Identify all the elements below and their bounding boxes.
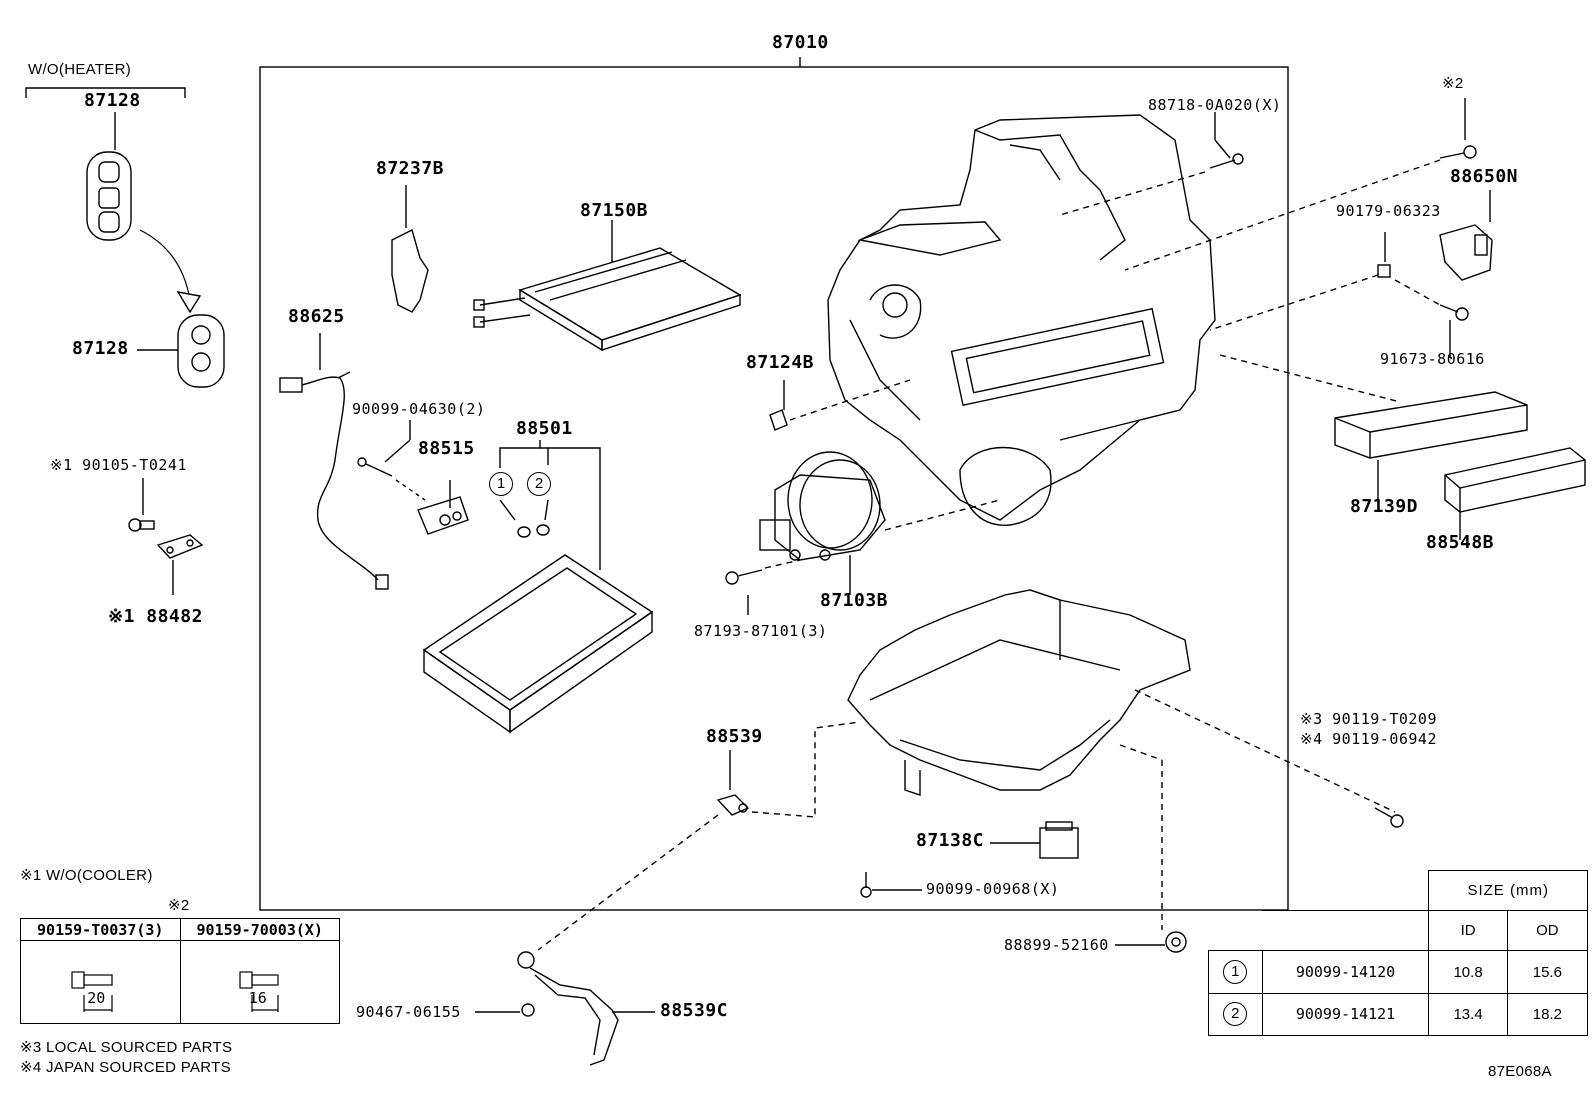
evaporator-88501-shape [422,554,654,734]
part-label-90099-04630: 90099-04630(2) [352,400,486,418]
size-row-id: 10.8 [1428,950,1508,994]
plug-87128-bottom-shape [177,314,225,388]
bolt-table-header-1: 90159-T0037(3) [20,918,181,941]
size-table: SIZE (mm) ID OD 1 90099-14120 10.8 15.6 … [1208,869,1589,1037]
part-label-91673: 91673-80616 [1380,350,1485,368]
size-row-id: 13.4 [1428,992,1508,1037]
part-label-88515: 88515 [418,438,475,459]
wo-heater-label: W/O(HEATER) [28,61,132,78]
part-label-87128-bottom: 87128 [72,338,129,359]
size-row-mark-2: 2 [1223,1002,1248,1027]
size-row-part: 90099-14120 [1261,950,1430,994]
part-label-87124b: 87124B [746,352,815,373]
screw-88718-shape [1209,153,1244,169]
note-star2: ※2 [168,897,190,914]
note-local-sourced: ※3 LOCAL SOURCED PARTS [20,1039,233,1056]
note-wo-cooler: ※1 W/O(COOLER) [20,867,153,884]
part-label-87128-top: 87128 [84,90,141,111]
heater-core-87150b-shape [473,247,742,352]
bracket-87237b-shape [391,228,429,313]
wo-heater-bracket [25,87,186,98]
sensor-wire-88625-shape [279,371,389,590]
part-label-88501: 88501 [516,418,573,439]
screw-87193-shape [725,569,763,585]
part-label-90119-t0209: ※3 90119-T0209 [1300,710,1437,728]
note-japan-sourced: ※4 JAPAN SOURCED PARTS [20,1059,231,1076]
part-label-88548b: 88548B [1426,532,1495,553]
filter-87139d-shape [1334,391,1528,459]
clip-90467-shape [521,1003,535,1017]
screw-90099-04630-shape [357,457,393,477]
screw-star2-shape [1439,145,1477,159]
bolt-90105-shape [128,518,155,532]
bolt-length-20: 20 [87,989,106,1007]
screw-91673-shape [1439,304,1469,321]
part-label-88650n: 88650N [1450,166,1519,187]
bolt-table-header-2: 90159-70003(X) [179,918,340,941]
bolt-table: 90159-T0037(3) 90159-70003(X) 20 16 [20,918,340,1024]
part-label-90119-06942: ※4 90119-06942 [1300,730,1437,748]
nut-88899-shape [1165,931,1187,953]
part-label-90105: ※1 90105-T0241 [50,456,187,474]
size-table-col-id: ID [1428,910,1508,952]
hvac-case-lower-shape [847,589,1191,796]
hvac-housing-upper-shape [827,114,1216,526]
part-label-90179: 90179-06323 [1336,202,1441,220]
size-row-od: 18.2 [1506,992,1589,1037]
size-row-mark-1: 1 [1223,960,1248,985]
part-label-87138c: 87138C [916,830,985,851]
valve-88515-shape [417,496,469,535]
size-table-row: 2 90099-14121 13.4 18.2 [1208,992,1589,1037]
screw-90119-shape [1374,807,1404,828]
part-label-87237b: 87237B [376,158,445,179]
part-label-87193: 87193-87101(3) [694,622,828,640]
bracket-88482-shape [156,534,204,559]
part-label-88625: 88625 [288,306,345,327]
part-label-88539: 88539 [706,726,763,747]
size-table-col-od: OD [1506,910,1589,952]
assembly-label-87010: 87010 [772,32,829,53]
size-row-part: 90099-14121 [1261,992,1430,1037]
size-table-row: 1 90099-14120 10.8 15.6 [1208,950,1589,994]
cover-88548b-shape [1444,447,1586,513]
assembly-frame [259,66,1289,911]
bracket-88539c-shape [517,951,619,1066]
connector-87138c-shape [1039,827,1079,859]
diagram-code: 87E068A [1488,1063,1552,1080]
part-label-90467: 90467-06155 [356,1003,461,1021]
part-label-90099-00968: 90099-00968(X) [926,880,1060,898]
sensor-88539-shape [716,794,750,816]
plug-87128-top-shape [86,151,132,241]
circle-mark-1: 1 [489,472,513,496]
clip-90179-shape [1377,264,1391,278]
part-label-88539c: 88539C [660,1000,729,1021]
part-label-88899: 88899-52160 [1004,936,1109,954]
size-table-title: SIZE (mm) [1428,869,1588,912]
bolt-length-16: 16 [248,989,267,1007]
screw-90099-00968-shape [860,872,872,898]
actuator-88650n-shape [1439,224,1493,281]
clip-87124b-shape [769,409,788,431]
part-label-87139d: 87139D [1350,496,1419,517]
part-label-88482: ※1 88482 [108,606,203,627]
size-row-od: 15.6 [1506,950,1589,994]
part-label-87150b: 87150B [580,200,649,221]
part-label-87103b: 87103B [820,590,889,611]
circle-mark-2: 2 [527,472,551,496]
blower-motor-87103b-shape [759,451,886,561]
star2-label-top: ※2 [1442,75,1464,92]
part-label-88718: 88718-0A020(X) [1148,96,1282,114]
